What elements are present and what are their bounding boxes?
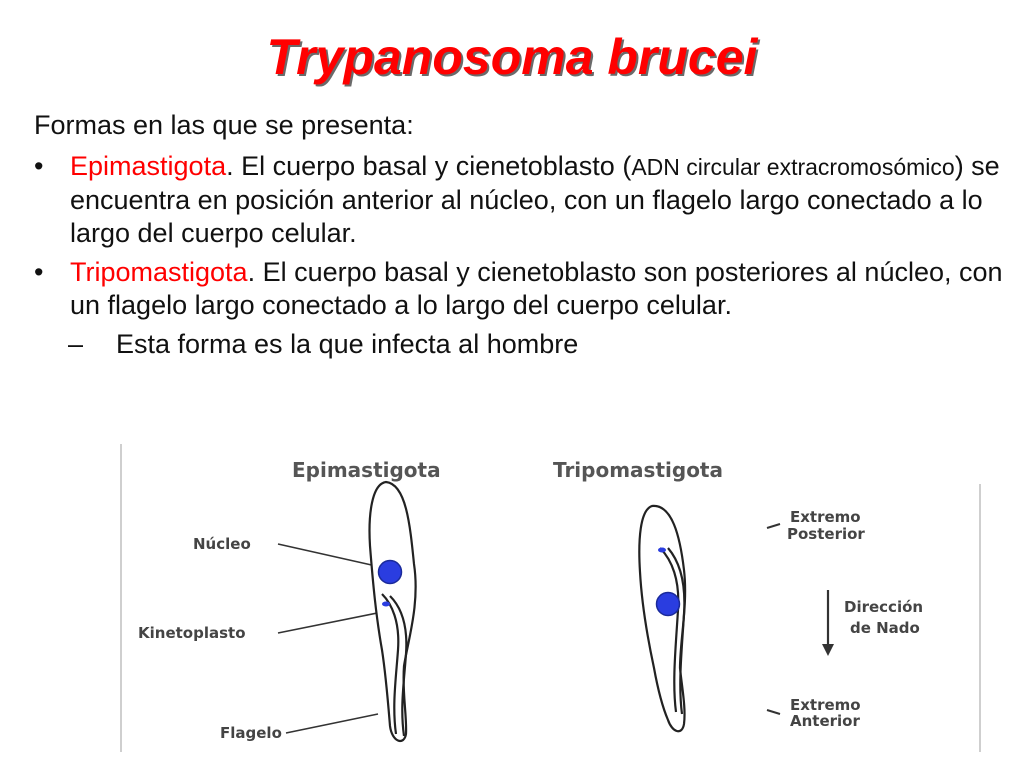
tri-text: . El cuerpo basal y cienetoblasto son po…	[70, 257, 1003, 320]
tripomastigota-flagellum-outer	[667, 547, 686, 715]
epi-text-b: ) se encuentra en posición anterior al n…	[70, 151, 1000, 248]
sub-bullet-infecta: – Esta forma es la que infecta al hombre	[34, 328, 1004, 361]
bullet-epimastigota: • Epimastigota. El cuerpo basal y cienet…	[34, 150, 1004, 250]
trypanosoma-figure: Epimastigota Tripomastigota Núcleo Kinet…	[120, 444, 982, 752]
epi-title: Epimastigota	[292, 458, 441, 482]
term-tripomastigota: Tripomastigota	[70, 257, 248, 287]
intro-text: Formas en las que se presenta:	[34, 110, 414, 140]
tripomastigota-kinetoplast	[658, 547, 666, 553]
epimastigota-flagellum	[381, 593, 400, 735]
leader-line-nucleo	[277, 543, 377, 567]
tripomastigota-cell	[638, 504, 687, 733]
label-nucleo: Núcleo	[193, 535, 251, 553]
tripomastigota-nucleus	[655, 591, 681, 617]
label-anterior-2: Anterior	[790, 712, 860, 730]
epimastigota-cell	[368, 480, 417, 743]
label-direccion-2: de Nado	[850, 619, 920, 637]
label-posterior-1: Extremo	[790, 508, 861, 526]
bullet-marker: •	[34, 151, 44, 181]
bullet-tripomastigota: • Tripomastigota. El cuerpo basal y cien…	[34, 256, 1004, 322]
epimastigota-kinetoplast	[382, 601, 390, 607]
label-posterior-2: Posterior	[787, 525, 865, 543]
epimastigota-nucleus	[377, 559, 403, 585]
posterior-marker	[766, 523, 781, 529]
label-direccion-1: Dirección	[844, 598, 923, 616]
anterior-marker	[766, 709, 781, 715]
bullet-marker: •	[34, 257, 44, 287]
leader-line-kinetoplasto	[277, 611, 383, 634]
direction-arrow-head	[822, 644, 834, 656]
tri-title: Tripomastigota	[553, 458, 723, 482]
sub-bullet-marker: –	[68, 329, 84, 359]
slide-title: Trypanosoma brucei	[266, 29, 758, 85]
label-anterior-1: Extremo	[790, 696, 861, 714]
label-flagelo: Flagelo	[220, 724, 282, 742]
epimastigota-flagellum-outer	[389, 595, 408, 737]
term-epimastigota: Epimastigota	[70, 151, 227, 181]
label-kinetoplasto: Kinetoplasto	[138, 624, 246, 642]
figure-diagram: Epimastigota Tripomastigota Núcleo Kinet…	[120, 444, 982, 752]
sub-bullet-text: Esta forma es la que infecta al hombre	[116, 329, 579, 359]
leader-line-flagelo	[285, 713, 379, 734]
epi-text-small: ADN circular extracromosómico	[631, 154, 955, 180]
epi-text-a: . El cuerpo basal y cienetoblasto (	[226, 151, 632, 181]
bullet-list: • Epimastigota. El cuerpo basal y cienet…	[34, 150, 1004, 361]
figure-background	[120, 444, 982, 752]
